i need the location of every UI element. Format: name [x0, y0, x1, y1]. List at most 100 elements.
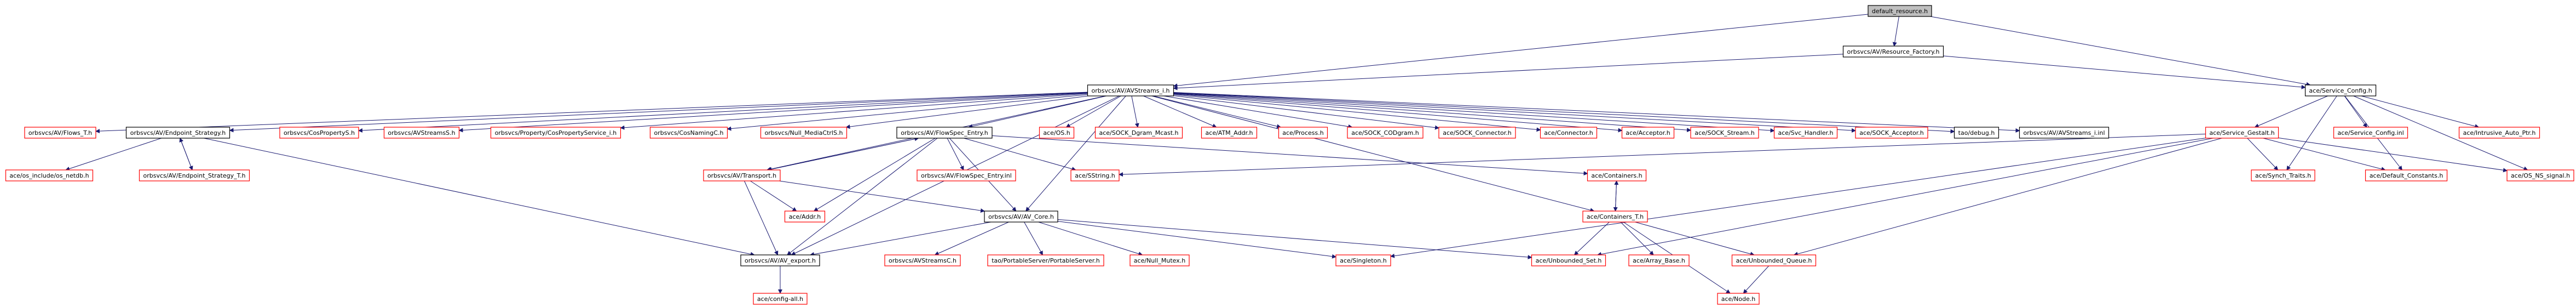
- graph-node-avstreams-s[interactable]: orbsvcs/AVStreamsS.h: [383, 127, 460, 139]
- graph-node-sstring[interactable]: ace/SString.h: [1070, 169, 1120, 181]
- node-box: [1773, 127, 1838, 139]
- graph-node-synch-traits[interactable]: ace/Synch_Traits.h: [2251, 169, 2315, 181]
- node-label: orbsvcs/AV/FlowSpec_Entry.h: [901, 129, 988, 137]
- node-label: ace/Containers.h: [1591, 172, 1642, 179]
- node-box: [1868, 5, 1932, 17]
- graph-node-sock-connector[interactable]: ace/SOCK_Connector.h: [1438, 127, 1516, 139]
- node-label: orbsvcs/AV/AV_export.h: [745, 257, 816, 264]
- graph-node-av-export[interactable]: orbsvcs/AV/AV_export.h: [740, 254, 820, 266]
- node-label: orbsvcs/AV/AVStreams_i.h: [1092, 87, 1170, 94]
- edge-av-core-to-av-export: [810, 221, 992, 257]
- node-label: orbsvcs/AVStreamsC.h: [889, 257, 956, 264]
- graph-node-sock-acceptor[interactable]: ace/SOCK_Acceptor.h: [1855, 127, 1928, 139]
- graph-node-intrusive-auto-ptr[interactable]: ace/Intrusive_Auto_Ptr.h: [2458, 127, 2540, 139]
- graph-node-service-config-inl[interactable]: ace/Service_Config.inl: [2333, 127, 2408, 139]
- graph-node-atm-addr[interactable]: ace/ATM_Addr.h: [1201, 127, 1258, 139]
- graph-node-null-mutex[interactable]: ace/Null_Mutex.h: [1129, 254, 1190, 266]
- node-box: [1094, 127, 1183, 139]
- graph-node-cosproperty-s[interactable]: orbsvcs/CosPropertyS.h: [279, 127, 359, 139]
- graph-node-transport[interactable]: orbsvcs/AV/Transport.h: [703, 169, 781, 181]
- graph-node-config-all[interactable]: ace/config-all.h: [753, 293, 808, 305]
- edge-containers-t-to-array-base: [1620, 221, 1654, 255]
- node-box: [1335, 254, 1391, 266]
- graph-node-avstreams-i-inl[interactable]: orbsvcs/AV/AVStreams_i.inl: [2019, 127, 2110, 139]
- node-box: [1842, 46, 1944, 58]
- edge-root-to-resource-factory: [1892, 16, 1899, 47]
- graph-node-unbounded-set[interactable]: ace/Unbounded_Set.h: [1531, 254, 1606, 266]
- graph-node-acceptor[interactable]: ace/Acceptor.h: [1621, 127, 1675, 139]
- node-box: [1953, 127, 1999, 139]
- graph-node-avstreams-i[interactable]: orbsvcs/AV/AVStreams_i.h: [1087, 84, 1174, 96]
- graph-node-cosnaming-c[interactable]: orbsvcs/CosNamingC.h: [649, 127, 728, 139]
- graph-node-process[interactable]: ace/Process.h: [1278, 127, 1328, 139]
- graph-node-array-base[interactable]: ace/Array_Base.h: [1628, 254, 1690, 266]
- graph-node-avstreams-c[interactable]: orbsvcs/AVStreamsC.h: [884, 254, 961, 266]
- graph-node-flows-t[interactable]: orbsvcs/AV/Flows_T.h: [24, 127, 96, 139]
- graph-node-containers-t[interactable]: ace/Containers_T.h: [1582, 211, 1648, 223]
- graph-node-os-ns-signal[interactable]: ace/OS_NS_signal.h: [2506, 169, 2574, 181]
- graph-node-cosproperty-service-i[interactable]: orbsvcs/Property/CosPropertyService_i.h: [490, 127, 621, 139]
- node-label: ace/Addr.h: [789, 213, 821, 220]
- graph-node-node-h[interactable]: ace/Node.h: [1717, 293, 1760, 305]
- node-box: [1278, 127, 1328, 139]
- edge-flowspec-entry-to-flowspec-entry-inl: [947, 138, 964, 170]
- node-box: [1087, 84, 1174, 96]
- edge-transport-to-addr: [750, 180, 797, 212]
- graph-node-default-constants[interactable]: ace/Default_Constants.h: [2365, 169, 2448, 181]
- graph-node-os-include-netdb[interactable]: ace/os_include/os_netdb.h: [5, 169, 94, 181]
- node-label: ace/Containers_T.h: [1587, 213, 1644, 220]
- edge-unbounded-queue-to-node-h: [1743, 265, 1770, 294]
- graph-node-unbounded-queue[interactable]: ace/Unbounded_Queue.h: [1731, 254, 1817, 266]
- graph-node-endpoint-strategy-t[interactable]: orbsvcs/AV/Endpoint_Strategy_T.h: [139, 169, 250, 181]
- edge-avstreams-i-to-os-h: [1065, 95, 1121, 128]
- edge-avstreams-i-to-containers-t: [1151, 95, 1595, 213]
- node-label: ace/Acceptor.h: [1626, 129, 1670, 137]
- graph-node-null-mediactl[interactable]: orbsvcs/Null_MediaCtrlS.h: [760, 127, 848, 139]
- graph-node-root[interactable]: default_resource.h: [1868, 5, 1932, 17]
- node-label: ace/ATM_Addr.h: [1206, 129, 1253, 137]
- node-label: orbsvcs/CosNamingC.h: [654, 129, 724, 137]
- graph-node-sock-dgram-mcast[interactable]: ace/SOCK_Dgram_Mcast.h: [1094, 127, 1183, 139]
- edge-endpoint-strategy-to-os-include-netdb: [65, 138, 162, 171]
- edge-avstreams-i-to-sock-stream: [1173, 93, 1691, 133]
- edge-containers-t-to-unbounded-queue: [1635, 221, 1755, 256]
- graph-node-flowspec-entry[interactable]: orbsvcs/AV/FlowSpec_Entry.h: [896, 127, 993, 139]
- node-box: [760, 127, 848, 139]
- graph-node-endpoint-strategy[interactable]: orbsvcs/AV/Endpoint_Strategy.h: [125, 127, 230, 139]
- edge-service-gestalt-to-unbounded-queue: [1793, 138, 2222, 257]
- graph-node-sock-codgram[interactable]: ace/SOCK_CODgram.h: [1347, 127, 1424, 139]
- node-box: [1717, 293, 1760, 305]
- node-box: [1540, 127, 1598, 139]
- edge-avstreams-i-to-process: [1152, 95, 1282, 129]
- edge-av-core-to-unbounded-set: [1057, 219, 1532, 260]
- edge-endpoint-strategy-t-to-endpoint-strategy: [179, 138, 193, 170]
- graph-node-containers[interactable]: ace/Containers.h: [1587, 169, 1647, 181]
- node-label: orbsvcs/CosPropertyS.h: [284, 129, 355, 137]
- node-box: [1129, 254, 1190, 266]
- graph-node-flowspec-entry-inl[interactable]: orbsvcs/AV/FlowSpec_Entry.inl: [917, 169, 1016, 181]
- graph-node-os-h[interactable]: ace/OS.h: [1039, 127, 1075, 139]
- edge-service-config-to-service-config-inl: [2344, 95, 2367, 128]
- graph-node-singleton[interactable]: ace/Singleton.h: [1335, 254, 1391, 266]
- graph-node-service-config[interactable]: ace/Service_Config.h: [2304, 84, 2377, 96]
- graph-node-portableserver[interactable]: tao/PortableServer/PortableServer.h: [987, 254, 1104, 266]
- node-box: [740, 254, 820, 266]
- graph-node-taodebug[interactable]: tao/debug.h: [1953, 127, 1999, 139]
- graph-node-svc-handler[interactable]: ace/Svc_Handler.h: [1773, 127, 1838, 139]
- edge-flowspec-entry-to-av-export: [787, 138, 938, 255]
- edge-resource-factory-to-service-config: [1943, 55, 2306, 89]
- node-label: orbsvcs/AV/Transport.h: [707, 172, 776, 179]
- edge-transport-to-flowspec-entry: [768, 137, 919, 170]
- graph-node-connector[interactable]: ace/Connector.h: [1540, 127, 1598, 139]
- edge-avstreams-i-to-av-core: [1025, 95, 1126, 212]
- node-label: orbsvcs/AVStreamsS.h: [388, 129, 455, 137]
- graph-node-av-core[interactable]: orbsvcs/AV/AV_Core.h: [984, 211, 1058, 223]
- node-label: ace/Unbounded_Set.h: [1536, 257, 1602, 264]
- edge-avstreams-i-to-sock-acceptor: [1173, 92, 1856, 133]
- node-label: ace/os_include/os_netdb.h: [9, 172, 89, 179]
- graph-node-addr[interactable]: ace/Addr.h: [784, 211, 826, 223]
- graph-node-sock-stream[interactable]: ace/SOCK_Stream.h: [1690, 127, 1759, 139]
- graph-node-service-gestalt[interactable]: ace/Service_Gestalt.h: [2205, 127, 2279, 139]
- node-label: orbsvcs/AV/AV_Core.h: [988, 213, 1054, 220]
- graph-node-resource-factory[interactable]: orbsvcs/AV/Resource_Factory.h: [1842, 46, 1944, 58]
